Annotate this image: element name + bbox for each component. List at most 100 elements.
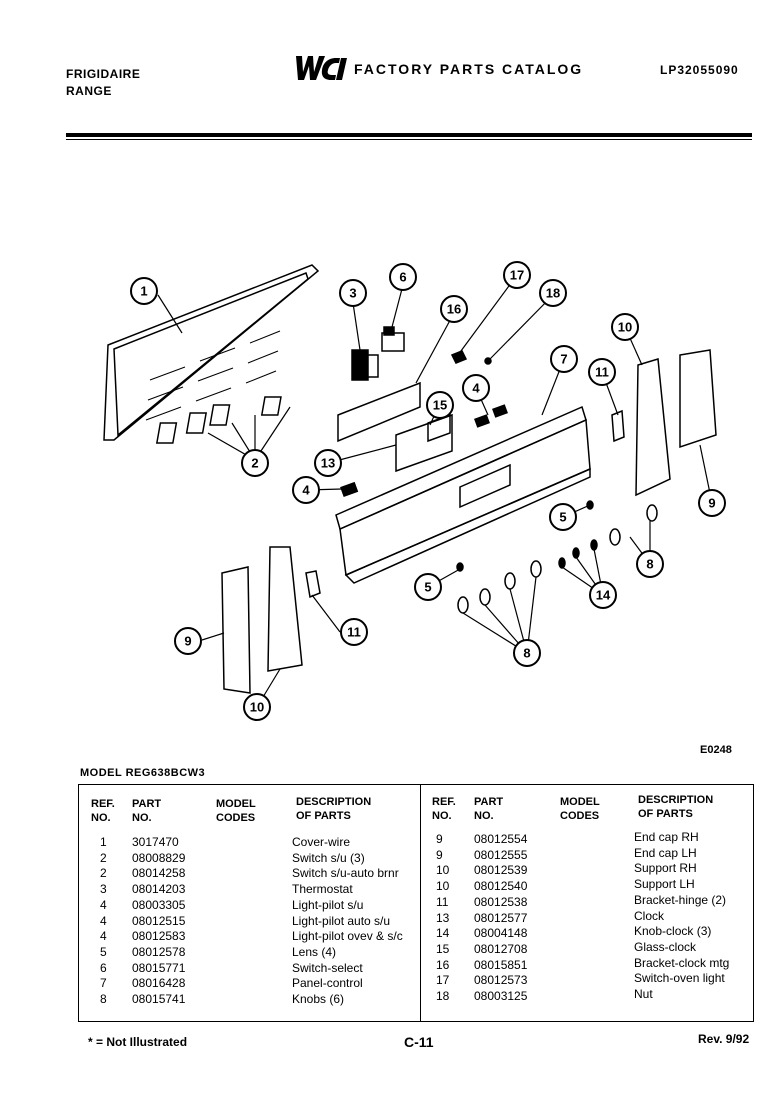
callout-5: 5 — [414, 573, 442, 601]
table-cell: Switch s/u-auto brnr — [292, 866, 399, 881]
oven-light-switch-part — [450, 350, 468, 364]
callout-4: 4 — [292, 476, 320, 504]
svg-text:10: 10 — [250, 700, 264, 715]
table-cell: 08012555 — [474, 847, 528, 862]
table-cell: Switch-select — [292, 960, 363, 975]
callout-9: 9 — [698, 489, 726, 517]
catalog-code: LP32055090 — [660, 63, 739, 77]
table-cell: 08003305 — [132, 897, 186, 912]
table-cell: 08014203 — [132, 882, 186, 897]
svg-text:18: 18 — [546, 286, 560, 301]
table-cell: 08012538 — [474, 894, 528, 909]
table-cell: 3 — [100, 882, 107, 897]
table-cell: 4 — [100, 929, 107, 944]
footnote: * = Not Illustrated — [88, 1035, 188, 1049]
table-cell: 08015741 — [132, 992, 186, 1007]
svg-text:11: 11 — [347, 625, 361, 640]
table-cell: Switch-oven light — [634, 971, 725, 986]
hdr-ref-right: REF.NO. — [432, 796, 456, 822]
svg-text:6: 6 — [399, 270, 406, 285]
table-cell: 9 — [436, 847, 443, 862]
support-lh-part — [267, 546, 303, 672]
table-cell: Glass-clock — [634, 939, 697, 954]
hinge-bracket-part — [611, 409, 625, 443]
svg-text:11: 11 — [595, 365, 609, 380]
table-cell: 08012539 — [474, 863, 528, 878]
table-cell: Switch s/u (3) — [292, 850, 365, 865]
callout-11: 11 — [588, 358, 616, 386]
table-cell: 8 — [100, 992, 107, 1007]
svg-text:1: 1 — [140, 284, 147, 299]
table-cell: 08003125 — [474, 989, 528, 1004]
thermostat-part — [351, 349, 379, 381]
table-cell: Clock — [634, 908, 665, 923]
page-number: C-11 — [404, 1034, 434, 1050]
callout-6: 6 — [389, 263, 417, 291]
table-cell: 16 — [436, 957, 450, 972]
svg-text:4: 4 — [472, 381, 480, 396]
lens-part — [456, 562, 464, 572]
svg-text:9: 9 — [708, 496, 715, 511]
brand-name: FRIGIDAIRE — [66, 67, 141, 81]
catalog-title: FACTORY PARTS CATALOG — [354, 61, 584, 77]
table-cell: 08012577 — [474, 910, 528, 925]
callout-5: 5 — [549, 503, 577, 531]
callout-8: 8 — [513, 639, 541, 667]
pilot-light-part — [340, 481, 359, 498]
switch-parts — [155, 396, 282, 444]
svg-text:9: 9 — [184, 634, 191, 649]
table-cell: 6 — [100, 960, 107, 975]
callout-18: 18 — [539, 279, 567, 307]
table-cell: Support RH — [634, 861, 697, 876]
table-cell: Light-pilot auto s/u — [292, 913, 391, 928]
table-cell: 2 — [100, 850, 107, 865]
hdr-ref: REF.NO. — [91, 798, 115, 824]
table-cell: 08012583 — [132, 929, 186, 944]
end-cap-lh-part — [221, 566, 251, 694]
svg-text:17: 17 — [510, 268, 524, 283]
table-cell: 7 — [100, 976, 107, 991]
table-cell: Light-pilot s/u — [292, 897, 364, 912]
table-cell: 08008829 — [132, 850, 186, 865]
callout-11: 11 — [340, 618, 368, 646]
callout-4: 4 — [462, 374, 490, 402]
pilot-light-part — [492, 404, 508, 418]
table-cell: Knob-clock (3) — [634, 924, 712, 939]
table-cell: 08015851 — [474, 957, 528, 972]
table-cell: 15 — [436, 941, 450, 956]
table-cell: 08012540 — [474, 879, 528, 894]
table-cell: 13 — [436, 910, 450, 925]
table-cell: 08012578 — [132, 944, 186, 959]
control-panel-part — [335, 405, 591, 584]
pilot-light-part — [474, 414, 490, 428]
table-cell: 5 — [100, 944, 107, 959]
callout-15: 15 — [426, 391, 454, 419]
svg-text:8: 8 — [523, 646, 530, 661]
table-cell: Support LH — [634, 877, 695, 892]
callout-1: 1 — [130, 277, 158, 305]
nut-part — [484, 357, 492, 365]
table-cell: 08012554 — [474, 832, 528, 846]
callout-13: 13 — [314, 449, 342, 477]
table-cell: 4 — [100, 897, 107, 912]
table-cell: 18 — [436, 989, 450, 1004]
table-cell: 1 — [100, 835, 107, 849]
model-line: MODEL REG638BCW3 — [80, 767, 206, 779]
svg-text:13: 13 — [321, 456, 335, 471]
header-rule-thin — [66, 139, 752, 140]
table-cell: 14 — [436, 926, 450, 941]
svg-text:2: 2 — [251, 456, 258, 471]
svg-text:16: 16 — [447, 302, 461, 317]
